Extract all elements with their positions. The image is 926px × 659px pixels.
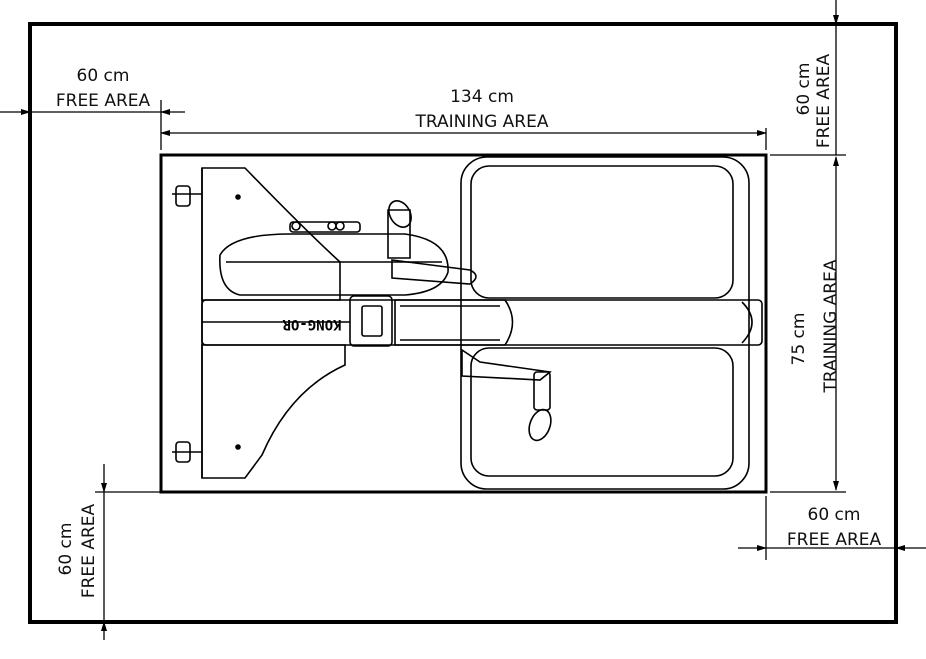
training-area-boundary (159, 153, 768, 494)
upper-arm (391, 259, 477, 285)
top-left-free-caption: FREE AREA (55, 91, 151, 111)
dimension-right-training (770, 156, 846, 493)
top-training-value: 134 cm (450, 87, 514, 107)
right-training-caption: TRAINING AREA (821, 259, 841, 393)
machine-top-view (172, 156, 763, 490)
platform-pad-bottom (470, 347, 734, 477)
dimension-top-right-free (770, 0, 846, 156)
top-left-free-value: 60 cm (76, 66, 130, 86)
platform-frame (460, 156, 750, 490)
platform-pad-top (470, 165, 734, 299)
dimension-bottom-left-free (95, 464, 161, 640)
top-right-free-caption: FREE AREA (814, 53, 834, 149)
brand-text: KONG-OR (282, 316, 342, 332)
flywheel-housing (219, 233, 449, 296)
base-plate-bottom (201, 344, 346, 479)
top-training-caption: TRAINING AREA (415, 112, 549, 132)
dimension-top-training (160, 128, 767, 150)
lower-arm (461, 348, 552, 381)
dimension-top-left-free (0, 100, 185, 150)
right-training-value: 75 cm (789, 312, 809, 366)
bottom-right-free-value: 60 cm (807, 505, 861, 525)
central-unit (394, 299, 514, 346)
free-area-boundary (28, 22, 898, 624)
dimension-bottom-right-free (738, 496, 926, 560)
top-right-free-value: 60 cm (794, 62, 814, 116)
bottom-right-free-caption: FREE AREA (786, 530, 882, 550)
bottom-left-free-caption: FREE AREA (79, 503, 99, 599)
bottom-left-free-value: 60 cm (56, 522, 76, 576)
